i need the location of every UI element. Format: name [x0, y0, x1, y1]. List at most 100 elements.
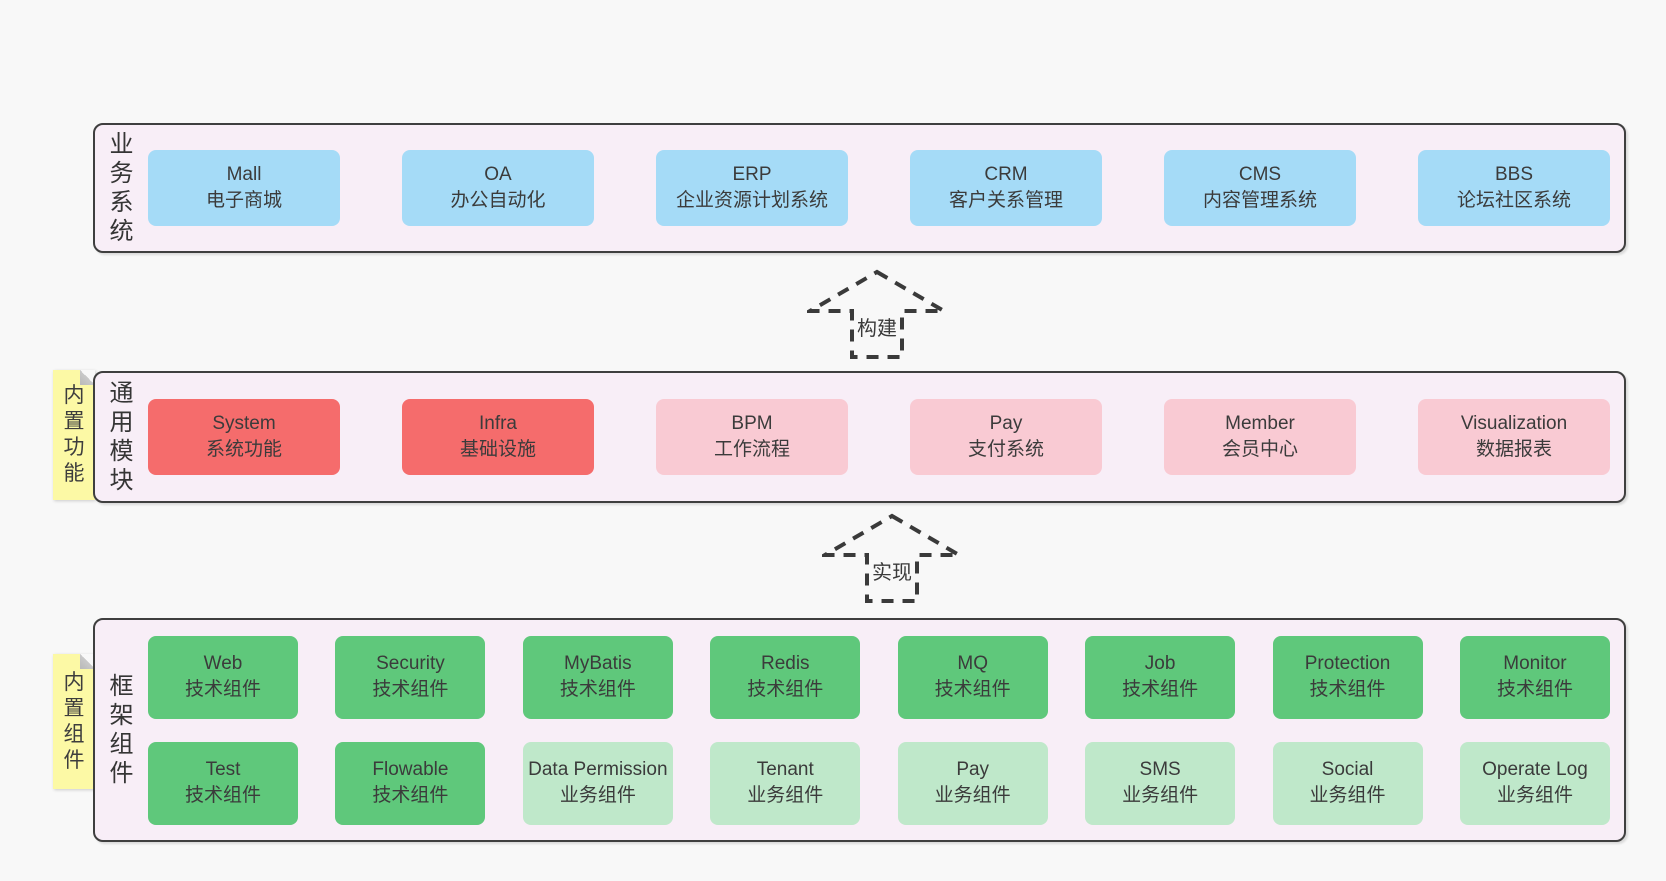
box-infra: Infra 基础设施 [402, 399, 594, 475]
box-security: Security 技术组件 [335, 635, 486, 719]
box-subtitle: 技术组件 [1309, 679, 1386, 700]
folded-corner-icon [80, 654, 95, 669]
box-subtitle: 客户关系管理 [948, 190, 1063, 211]
box-title: MQ [957, 653, 988, 674]
box-protection: Protection 技术组件 [1272, 635, 1423, 719]
box-title: Pay [956, 759, 990, 780]
box-title: Web [203, 653, 243, 674]
box-title: Infra [478, 413, 518, 434]
box-title: CMS [1238, 164, 1282, 185]
box-subtitle: 技术组件 [372, 785, 449, 806]
box-subtitle: 电子商城 [205, 190, 282, 211]
box-pay-business: Pay 业务组件 [897, 741, 1048, 825]
box-bbs: BBS 论坛社区系统 [1418, 150, 1610, 226]
box-title: Mall [226, 164, 262, 185]
box-title: CRM [984, 164, 1028, 185]
box-title: BBS [1494, 164, 1534, 185]
box-subtitle: 技术组件 [747, 679, 824, 700]
panel-common-modules: 通用模块 System 系统功能 Infra 基础设施 BPM 工作流程 Pay… [93, 371, 1626, 503]
box-erp: ERP 企业资源计划系统 [656, 150, 848, 226]
box-mall: Mall 电子商城 [148, 150, 340, 226]
box-subtitle: 业务组件 [1122, 785, 1199, 806]
box-subtitle: 业务组件 [1309, 785, 1386, 806]
box-tenant: Tenant 业务组件 [710, 741, 861, 825]
box-title: BPM [731, 413, 773, 434]
box-title: Operate Log [1482, 759, 1588, 780]
box-subtitle: 业务组件 [747, 785, 824, 806]
box-redis: Redis 技术组件 [710, 635, 861, 719]
panel-label-column: 通用模块 [95, 373, 148, 501]
box-subtitle: 技术组件 [184, 785, 261, 806]
box-title: Flowable [372, 759, 449, 780]
panel-business-systems: 业务系统 Mall 电子商城 OA 办公自动化 ERP 企业资源计划系统 CRM… [93, 123, 1626, 253]
box-member: Member 会员中心 [1164, 399, 1356, 475]
box-subtitle: 技术组件 [184, 679, 261, 700]
box-subtitle: 系统功能 [205, 439, 282, 460]
sticky-note-text: 内置组件 [63, 670, 85, 772]
sticky-note-builtin-components: 内置组件 [53, 654, 95, 789]
framework-row-2: Test 技术组件 Flowable 技术组件 Data Permission … [148, 741, 1610, 825]
box-title: OA [484, 164, 512, 185]
box-cms: CMS 内容管理系统 [1164, 150, 1356, 226]
box-title: Pay [989, 413, 1023, 434]
box-crm: CRM 客户关系管理 [910, 150, 1102, 226]
box-subtitle: 技术组件 [372, 679, 449, 700]
folded-corner-icon [80, 370, 95, 385]
arrow-implement: 实现 [822, 512, 962, 604]
box-operate-log: Operate Log 业务组件 [1459, 741, 1610, 825]
arrow-label: 实现 [870, 556, 914, 585]
box-subtitle: 业务组件 [559, 785, 636, 806]
box-subtitle: 技术组件 [1496, 679, 1573, 700]
framework-box-rows: Web 技术组件 Security 技术组件 MyBatis 技术组件 Redi… [148, 620, 1624, 840]
box-pay: Pay 支付系统 [910, 399, 1102, 475]
up-arrow-icon [807, 269, 947, 359]
box-subtitle: 技术组件 [559, 679, 636, 700]
box-subtitle: 基础设施 [459, 439, 536, 460]
box-mybatis: MyBatis 技术组件 [522, 635, 673, 719]
modules-box-row: System 系统功能 Infra 基础设施 BPM 工作流程 Pay 支付系统… [148, 373, 1624, 501]
box-data-permission: Data Permission 业务组件 [522, 741, 673, 825]
box-subtitle: 论坛社区系统 [1456, 190, 1571, 211]
box-subtitle: 业务组件 [1496, 785, 1573, 806]
box-system: System 系统功能 [148, 399, 340, 475]
panel-title: 通用模块 [109, 380, 134, 494]
box-title: Security [376, 653, 445, 674]
arrow-build: 构建 [807, 268, 947, 360]
box-mq: MQ 技术组件 [897, 635, 1048, 719]
panel-label-column: 业务系统 [95, 125, 148, 251]
box-title: Visualization [1460, 413, 1568, 434]
box-title: Job [1144, 653, 1176, 674]
panel-framework-components: 框架组件 Web 技术组件 Security 技术组件 MyBatis 技术组件… [93, 618, 1626, 842]
box-title: Monitor [1503, 653, 1567, 674]
box-job: Job 技术组件 [1085, 635, 1236, 719]
up-arrow-icon [822, 513, 962, 603]
box-subtitle: 业务组件 [934, 785, 1011, 806]
box-subtitle: 技术组件 [1122, 679, 1199, 700]
box-title: MyBatis [564, 653, 632, 674]
box-test: Test 技术组件 [148, 741, 298, 825]
box-title: Redis [760, 653, 810, 674]
box-subtitle: 数据报表 [1475, 439, 1552, 460]
box-subtitle: 支付系统 [967, 439, 1044, 460]
box-title: Protection [1304, 653, 1391, 674]
box-subtitle: 会员中心 [1221, 439, 1298, 460]
box-subtitle: 工作流程 [713, 439, 790, 460]
box-subtitle: 技术组件 [934, 679, 1011, 700]
box-title: Member [1225, 413, 1295, 434]
box-oa: OA 办公自动化 [402, 150, 594, 226]
box-title: System [212, 413, 276, 434]
box-title: Data Permission [528, 759, 668, 780]
box-visualization: Visualization 数据报表 [1418, 399, 1610, 475]
box-subtitle: 内容管理系统 [1202, 190, 1317, 211]
box-title: SMS [1139, 759, 1181, 780]
panel-title: 业务系统 [109, 131, 134, 245]
box-web: Web 技术组件 [148, 635, 298, 719]
business-box-row: Mall 电子商城 OA 办公自动化 ERP 企业资源计划系统 CRM 客户关系… [148, 125, 1624, 251]
panel-title: 框架组件 [109, 673, 134, 787]
box-monitor: Monitor 技术组件 [1459, 635, 1610, 719]
box-social: Social 业务组件 [1272, 741, 1423, 825]
box-flowable: Flowable 技术组件 [335, 741, 486, 825]
box-sms: SMS 业务组件 [1085, 741, 1236, 825]
box-bpm: BPM 工作流程 [656, 399, 848, 475]
